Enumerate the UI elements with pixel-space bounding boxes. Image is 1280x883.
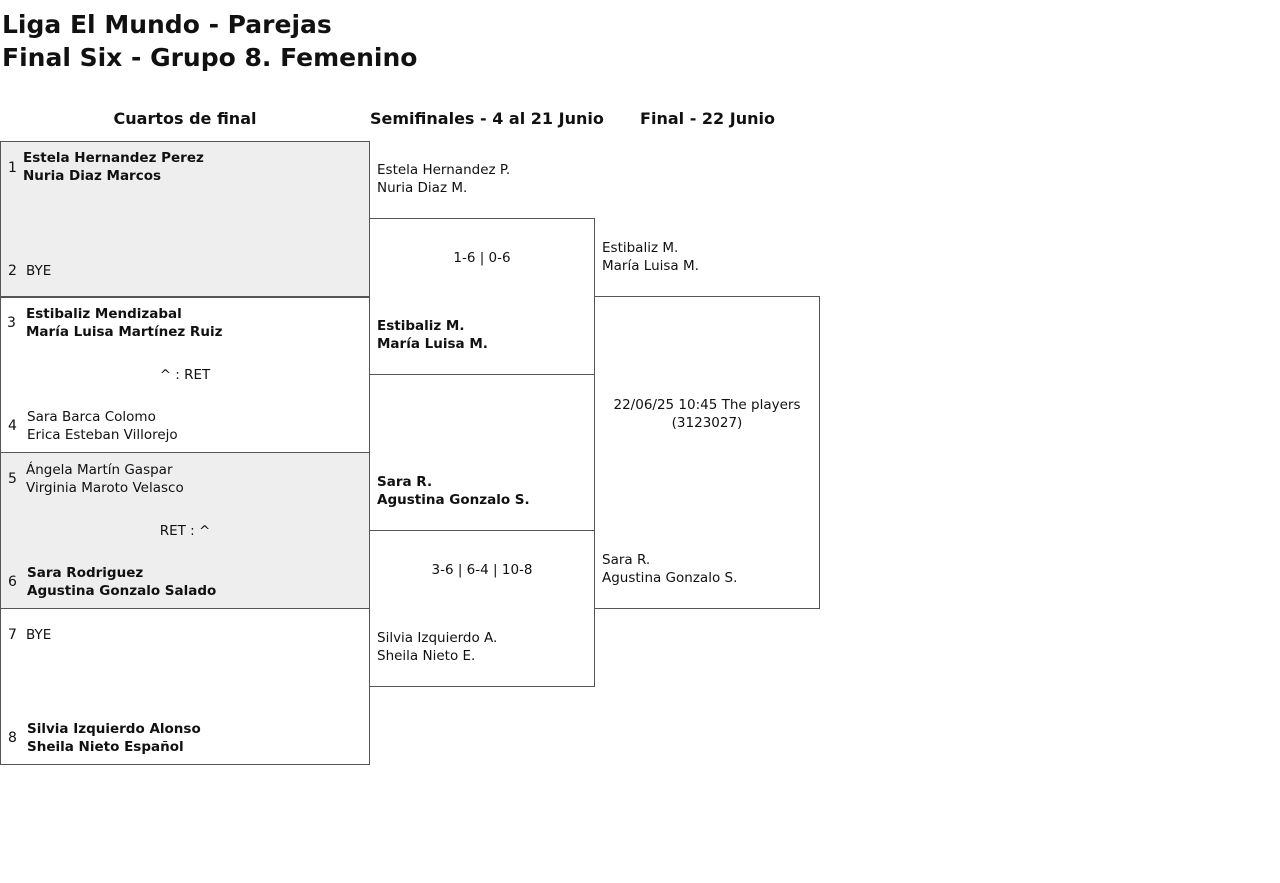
pair-names[interactable]: Estibaliz Mendizabal María Luisa Martíne…	[26, 305, 222, 341]
player-name: Agustina Gonzalo S.	[377, 492, 530, 508]
bye-label: BYE	[26, 627, 52, 643]
final-pair[interactable]: Estibaliz M. María Luisa M.	[602, 239, 699, 275]
seed-number: 1	[8, 160, 17, 176]
player-name: Sara R.	[602, 552, 651, 568]
seed-number: 3	[7, 315, 16, 331]
final-pair[interactable]: Sara R. Agustina Gonzalo S.	[602, 551, 737, 587]
semifinal-match-2: 3-6 | 6-4 | 10-8 Silvia Izquierdo A. She…	[369, 530, 595, 687]
seed-number: 8	[8, 730, 17, 746]
player-name: Estibaliz M.	[377, 318, 465, 334]
pair-names[interactable]: Ángela Martín Gaspar Virginia Maroto Vel…	[26, 461, 184, 497]
player-name: Silvia Izquierdo Alonso	[27, 721, 201, 737]
semifinal-pair[interactable]: Silvia Izquierdo A. Sheila Nieto E.	[377, 629, 497, 665]
player-name: Sheila Nieto Español	[27, 739, 184, 755]
player-name: María Luisa M.	[602, 258, 699, 274]
semifinal-pair[interactable]: Estibaliz M. María Luisa M.	[377, 317, 488, 353]
quarterfinal-match-4: 7 BYE 8 Silvia Izquierdo Alonso Sheila N…	[0, 608, 370, 765]
player-name: Estela Hernandez Perez	[23, 150, 204, 166]
bye-label: BYE	[26, 263, 52, 279]
player-name: María Luisa M.	[377, 336, 488, 352]
player-name: Estibaliz Mendizabal	[26, 306, 182, 322]
pair-names[interactable]: Estela Hernandez Perez Nuria Diaz Marcos	[23, 149, 204, 185]
player-name: Sheila Nieto E.	[377, 648, 476, 664]
pair-names[interactable]: Sara Barca Colomo Erica Esteban Villorej…	[27, 408, 178, 444]
player-name: Virginia Maroto Velasco	[26, 480, 184, 496]
quarterfinal-match-2: 3 Estibaliz Mendizabal María Luisa Martí…	[0, 296, 370, 453]
match-score: 3-6 | 6-4 | 10-8	[431, 562, 533, 578]
player-name: Sara Rodriguez	[27, 565, 144, 581]
player-name: Sara Barca Colomo	[27, 409, 156, 425]
semifinal-pair[interactable]: Sara R. Agustina Gonzalo S.	[377, 473, 530, 509]
player-name: Agustina Gonzalo S.	[602, 570, 738, 586]
semifinal-match-1: 1-6 | 0-6 Estibaliz M. María Luisa M.	[369, 218, 595, 375]
pair-names[interactable]: Sara Rodriguez Agustina Gonzalo Salado	[27, 564, 216, 600]
column-header-quarterfinals: Cuartos de final	[113, 109, 257, 128]
player-name: Ángela Martín Gaspar	[26, 462, 173, 478]
pair-names[interactable]: Silvia Izquierdo Alonso Sheila Nieto Esp…	[27, 720, 201, 756]
semifinal-pair[interactable]: Estela Hernandez P. Nuria Diaz M.	[377, 161, 510, 197]
column-header-final: Final - 22 Junio	[640, 109, 775, 128]
page-title: Liga El Mundo - Parejas	[2, 10, 332, 39]
seed-number: 5	[8, 471, 17, 487]
player-name: Estibaliz M.	[602, 240, 679, 256]
seed-number: 2	[8, 263, 17, 279]
player-name: Nuria Diaz M.	[377, 180, 468, 196]
page-subtitle: Final Six - Grupo 8. Femenino	[2, 43, 418, 72]
seed-number: 6	[8, 574, 17, 590]
match-result: ^ : RET	[159, 367, 211, 383]
quarterfinal-match-3: 5 Ángela Martín Gaspar Virginia Maroto V…	[0, 452, 370, 609]
seed-number: 4	[8, 418, 17, 434]
player-name: María Luisa Martínez Ruiz	[26, 324, 223, 340]
player-name: Nuria Diaz Marcos	[23, 168, 162, 184]
player-name: Agustina Gonzalo Salado	[27, 583, 217, 599]
seed-number: 7	[8, 627, 17, 643]
quarterfinal-match-1: 1 Estela Hernandez Perez Nuria Diaz Marc…	[0, 141, 370, 298]
player-name: Sara R.	[377, 474, 433, 490]
player-name: Erica Esteban Villorejo	[27, 427, 178, 443]
final-match: 22/06/25 10:45 The players (3123027) Sar…	[594, 296, 820, 609]
column-header-semifinals: Semifinales - 4 al 21 Junio	[370, 109, 604, 128]
match-result: RET : ^	[159, 523, 211, 539]
player-name: Estela Hernandez P.	[377, 162, 511, 178]
match-score: 1-6 | 0-6	[453, 250, 511, 266]
match-schedule: 22/06/25 10:45 The players (3123027)	[613, 397, 801, 431]
pair-names: BYE	[26, 626, 51, 644]
pair-names: BYE	[26, 262, 51, 280]
player-name: Silvia Izquierdo A.	[377, 630, 498, 646]
